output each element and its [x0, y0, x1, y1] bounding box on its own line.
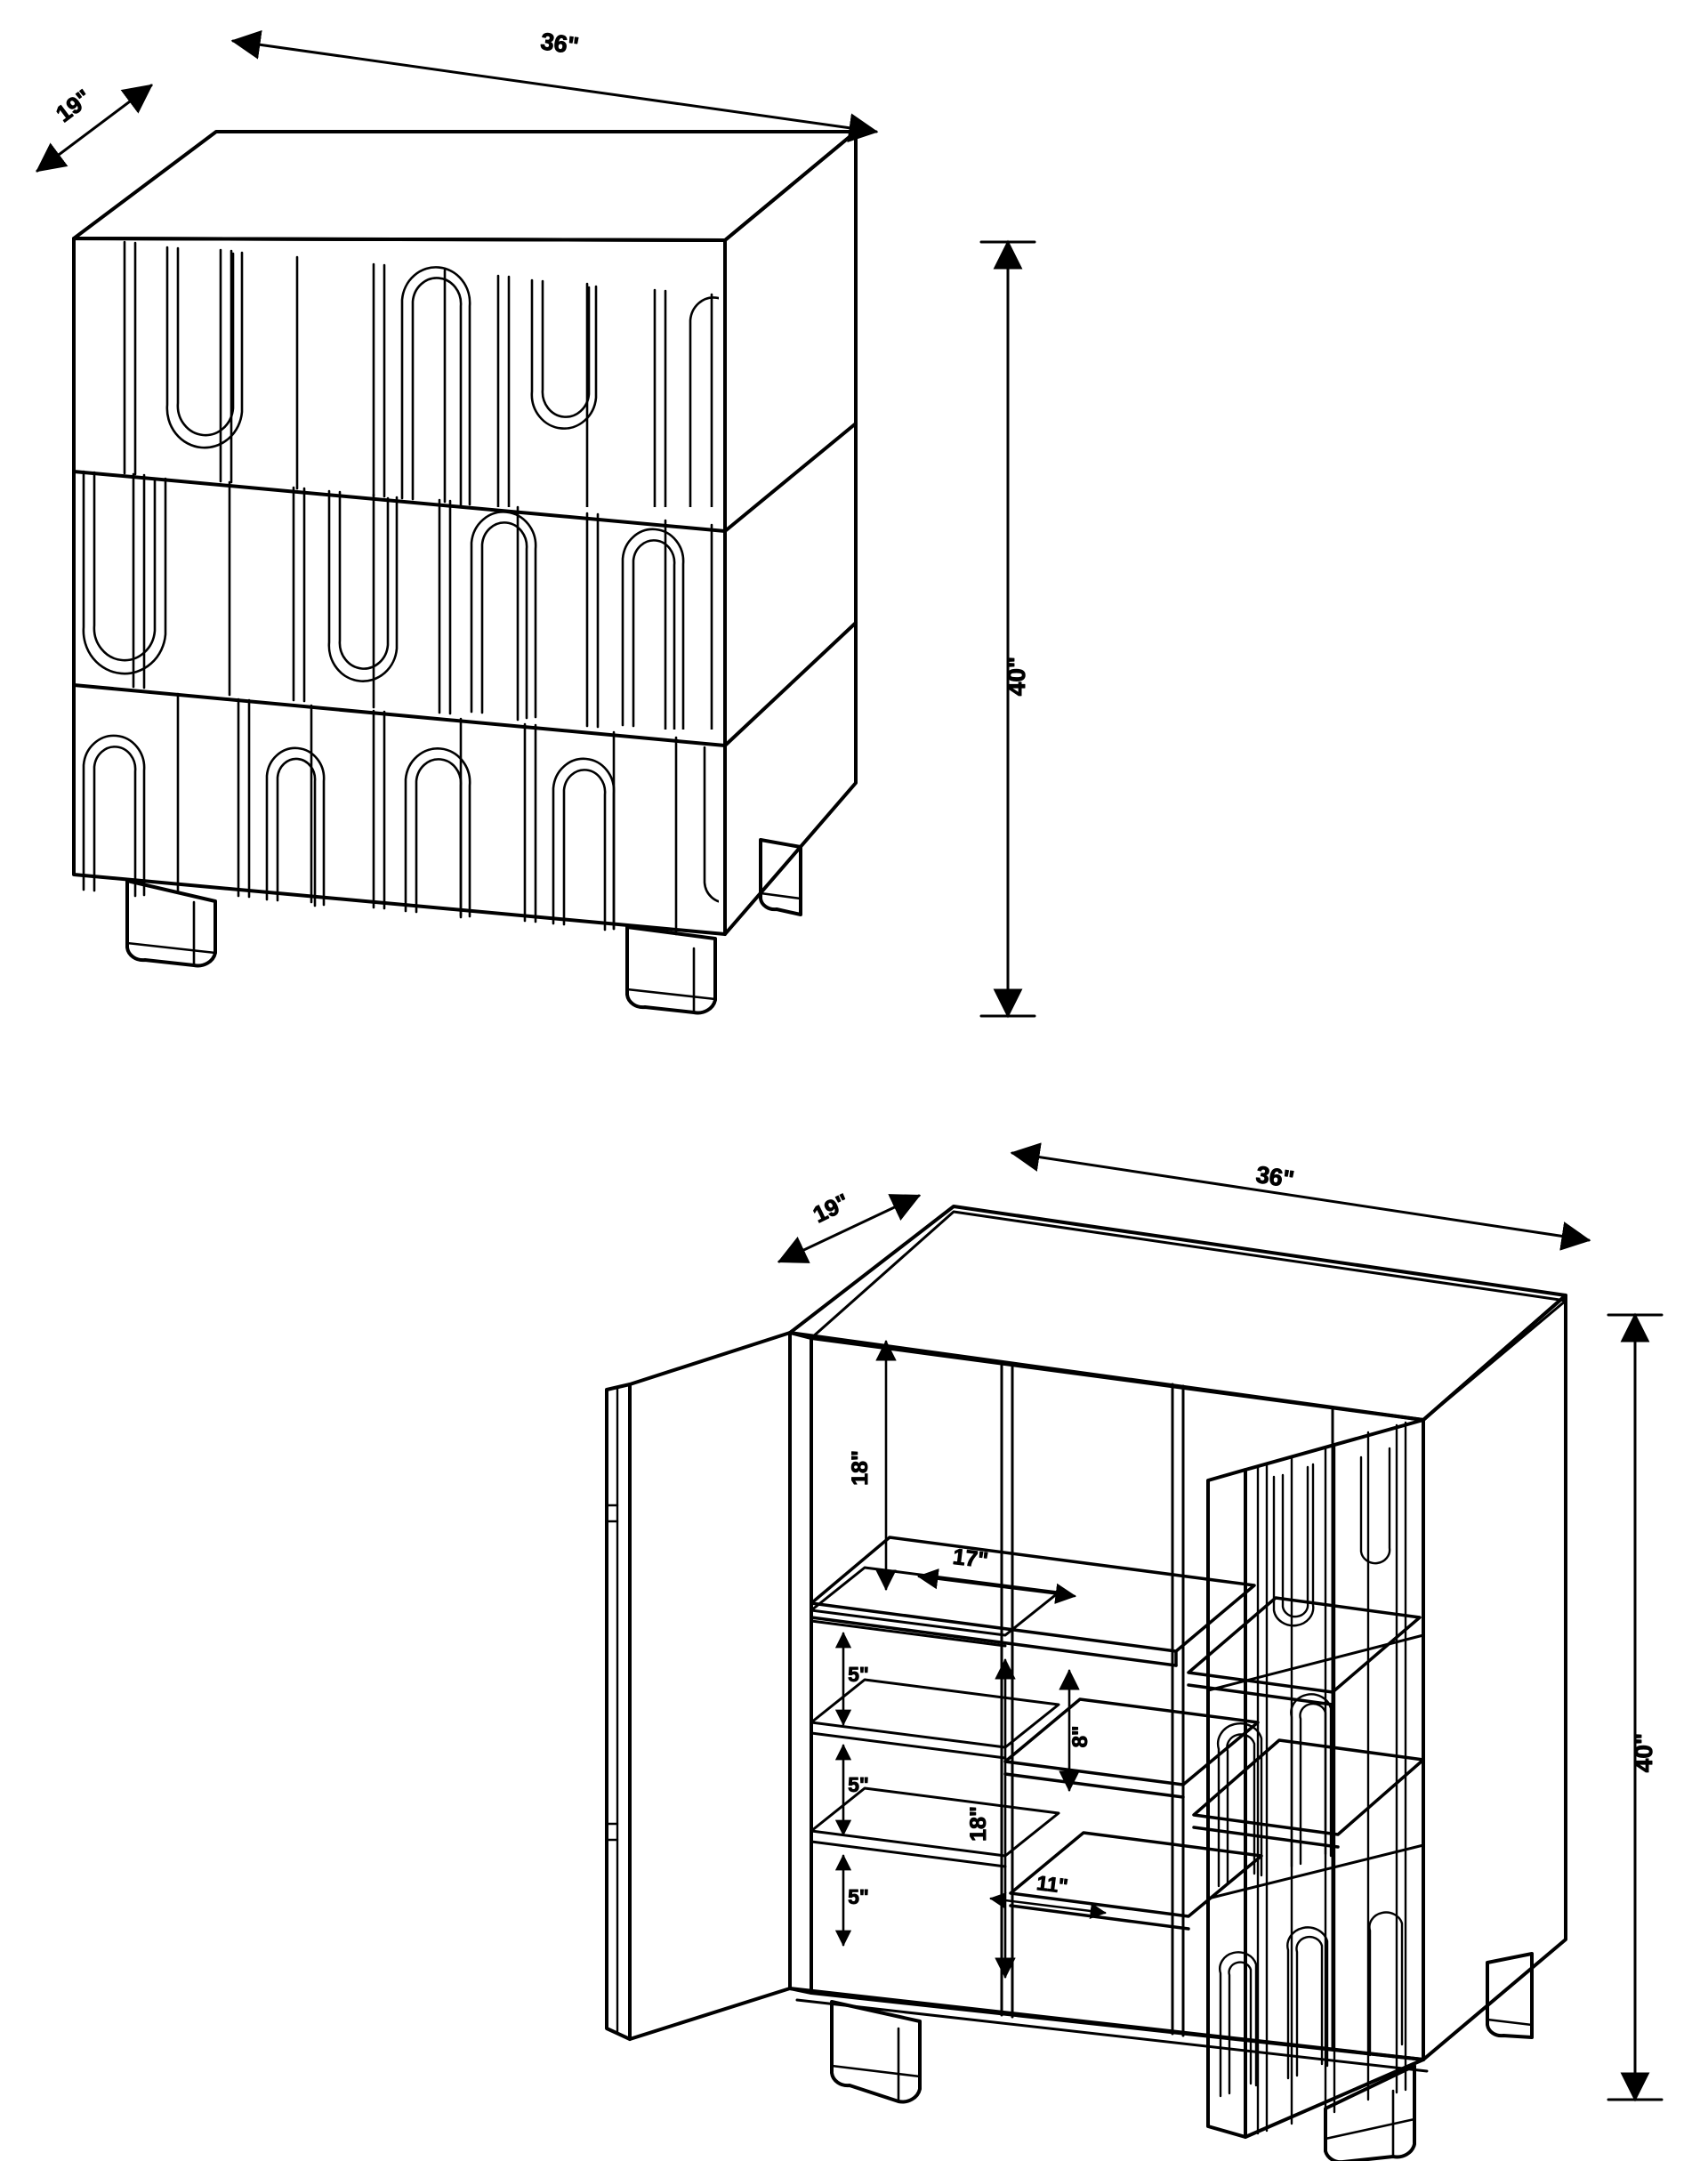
legs-open	[830, 1952, 1534, 2161]
cabinet-top-closed	[72, 130, 858, 242]
dim-label-depth-19-open: 19"	[809, 1188, 853, 1228]
dim-depth-19-closed	[36, 84, 153, 173]
dim-label-shelf-17: 17"	[952, 1544, 990, 1574]
view-open-cabinet: 36" 19" 40"	[605, 1142, 1664, 2161]
front-panel-row-2	[82, 470, 713, 730]
dim-label-gap5-1: 5"	[848, 1663, 869, 1686]
shelf-left-3	[810, 1786, 1060, 1868]
legs-closed	[125, 838, 802, 1015]
cabinet-body-closed	[72, 130, 858, 936]
shelf-middle	[1003, 1697, 1260, 1799]
dim-label-height-40-closed: 40"	[1003, 657, 1030, 696]
dim-label-height-40-open: 40"	[1630, 1733, 1657, 1772]
view-closed-cabinet: 36" 19" 40"	[36, 28, 1036, 1019]
shelf-main-upper	[810, 1536, 1256, 1667]
dim-lower-11	[989, 1892, 1107, 1919]
cabinet-carcass-open	[788, 1210, 1567, 2073]
dim-label-gap5-2: 5"	[848, 1773, 869, 1796]
front-panel-row-3	[82, 692, 719, 936]
dim-depth-19-open	[777, 1194, 922, 1263]
dim-label-upper-18: 18"	[848, 1450, 873, 1486]
dim-height-40-closed	[979, 239, 1036, 1019]
dim-label-lower-11: 11"	[1035, 1871, 1069, 1898]
dim-label-lower-18: 18"	[966, 1806, 991, 1842]
dim-width-36-open	[1010, 1142, 1591, 1251]
dim-label-width-36-open: 36"	[1254, 1161, 1296, 1193]
row-dividers-closed	[72, 422, 858, 747]
dim-label-middle-8: 8"	[1068, 1726, 1092, 1748]
dim-label-width-36-closed: 36"	[539, 28, 581, 60]
left-door-open[interactable]	[605, 1331, 792, 2041]
right-door-arches	[1216, 1447, 1404, 2098]
dim-width-36-closed	[230, 29, 879, 143]
dim-label-gap5-3: 5"	[848, 1885, 869, 1908]
dim-height-40-open	[1607, 1312, 1664, 2102]
dim-shelf-17	[917, 1568, 1076, 1604]
front-panel-row-1	[123, 240, 719, 507]
interior-dividers	[1000, 1361, 1334, 2052]
dim-label-depth-19-closed: 19"	[51, 84, 96, 127]
right-door-closed[interactable]	[1206, 1418, 1425, 2139]
